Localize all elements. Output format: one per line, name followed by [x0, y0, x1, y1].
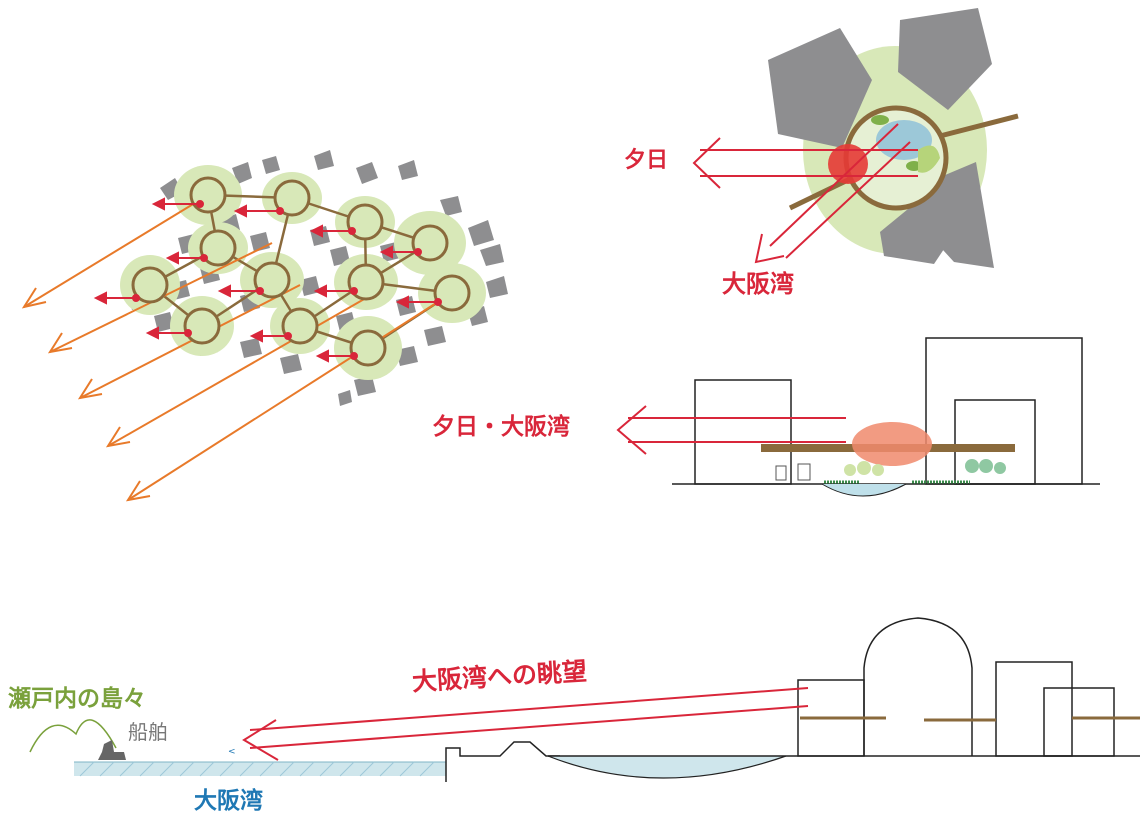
label-osaka-bay-top: 大阪湾 — [722, 270, 794, 298]
label-osaka-bay-bottom: 大阪湾 — [194, 788, 263, 814]
label-ships: 船舶 — [128, 720, 168, 744]
label-sunset-osaka-bay: 夕日・大阪湾 — [432, 414, 570, 440]
label-sunset: 夕日 — [624, 148, 669, 173]
svg-text:<: < — [228, 747, 236, 757]
network-nodes — [131, 176, 471, 367]
sunset-arrows-red — [93, 197, 442, 363]
label-seto-islands: 瀬戸内の島々 — [8, 686, 146, 712]
